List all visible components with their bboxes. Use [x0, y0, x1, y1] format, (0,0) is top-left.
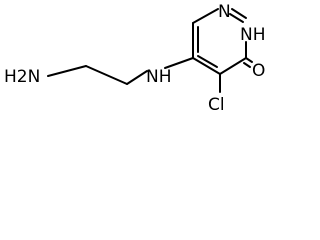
bond-c6-n1: [192, 8, 219, 24]
label-cl: Cl: [208, 95, 225, 115]
bond-ch2-nh: [126, 70, 148, 85]
bond-c3-o: [245, 57, 253, 63]
label-o: O: [252, 61, 265, 81]
label-nh-linker: NH: [146, 67, 172, 87]
bond-c3-c4: [219, 57, 247, 75]
bond-c4-c5-double: [197, 55, 218, 68]
bond-ch2-ch2: [85, 65, 128, 85]
bond-n1-n2-double: [231, 8, 247, 19]
bond-h2n-ch2: [47, 65, 87, 77]
molecule-diagram: H2N NH N NH O Cl: [4, 2, 266, 115]
label-h2n: H2N: [4, 67, 40, 87]
bond-n1-n2-double-inner: [229, 13, 244, 23]
label-n-top: N: [218, 2, 231, 22]
bond-nh-c5: [164, 57, 194, 69]
label-nh-ring: NH: [240, 25, 266, 45]
bond-c3-o-double: [243, 62, 251, 68]
bond-c4-c5: [192, 57, 221, 75]
